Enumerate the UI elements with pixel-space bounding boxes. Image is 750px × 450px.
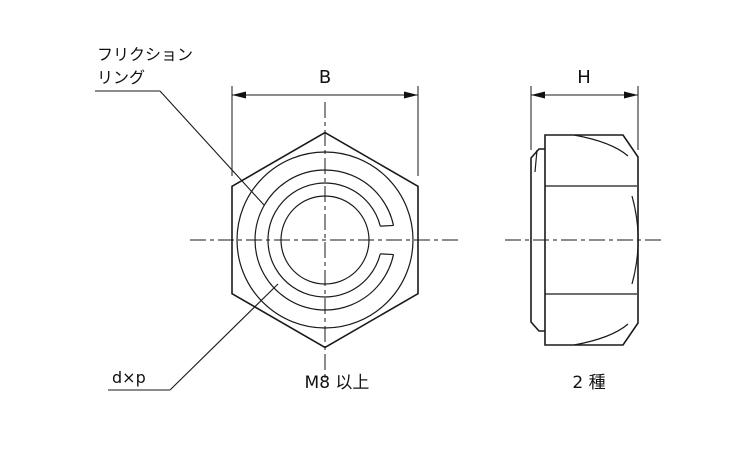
friction-ring-label-line2: リング	[97, 68, 145, 87]
friction-ring-plate-profile	[530, 148, 545, 332]
ring-gap-top-line	[380, 224, 394, 227]
side-view	[505, 134, 663, 346]
friction-ring-outer-arc	[254, 169, 395, 311]
dimension-b: B	[231, 67, 419, 176]
dim-b-arrow-left	[232, 91, 246, 99]
nut-body-profile	[544, 134, 639, 346]
dimension-h: H	[530, 67, 639, 150]
side-view-caption: 2 種	[572, 373, 605, 393]
chamfer-arc-middle	[631, 195, 639, 285]
dim-h-arrow-left	[531, 91, 545, 99]
friction-ring-label-line1: フリクション	[97, 45, 193, 64]
front-view	[190, 102, 460, 378]
friction-ring-inner-arc	[267, 182, 381, 298]
ring-gap-bottom-line	[380, 253, 394, 256]
chamfer-arc-top	[573, 134, 629, 157]
dim-b-label: B	[319, 67, 331, 88]
thread-leader: d×p	[108, 283, 279, 391]
dim-b-arrow-right	[404, 91, 418, 99]
ring-slit-line	[534, 149, 538, 173]
friction-ring-leader-line	[159, 90, 265, 206]
hexagon-outline	[231, 131, 419, 349]
thread-leader-line	[169, 283, 279, 391]
thread-label: d×p	[112, 368, 146, 387]
friction-ring-leader: フリクション リング	[95, 45, 265, 206]
front-view-caption: M8 以上	[305, 373, 370, 393]
dim-h-arrow-right	[624, 91, 638, 99]
thread-hole-circle	[280, 195, 370, 285]
dim-h-label: H	[577, 67, 591, 88]
captions: M8 以上 2 種	[305, 373, 606, 393]
chamfer-arc-bottom	[573, 323, 629, 346]
chamfer-circle	[236, 151, 414, 329]
